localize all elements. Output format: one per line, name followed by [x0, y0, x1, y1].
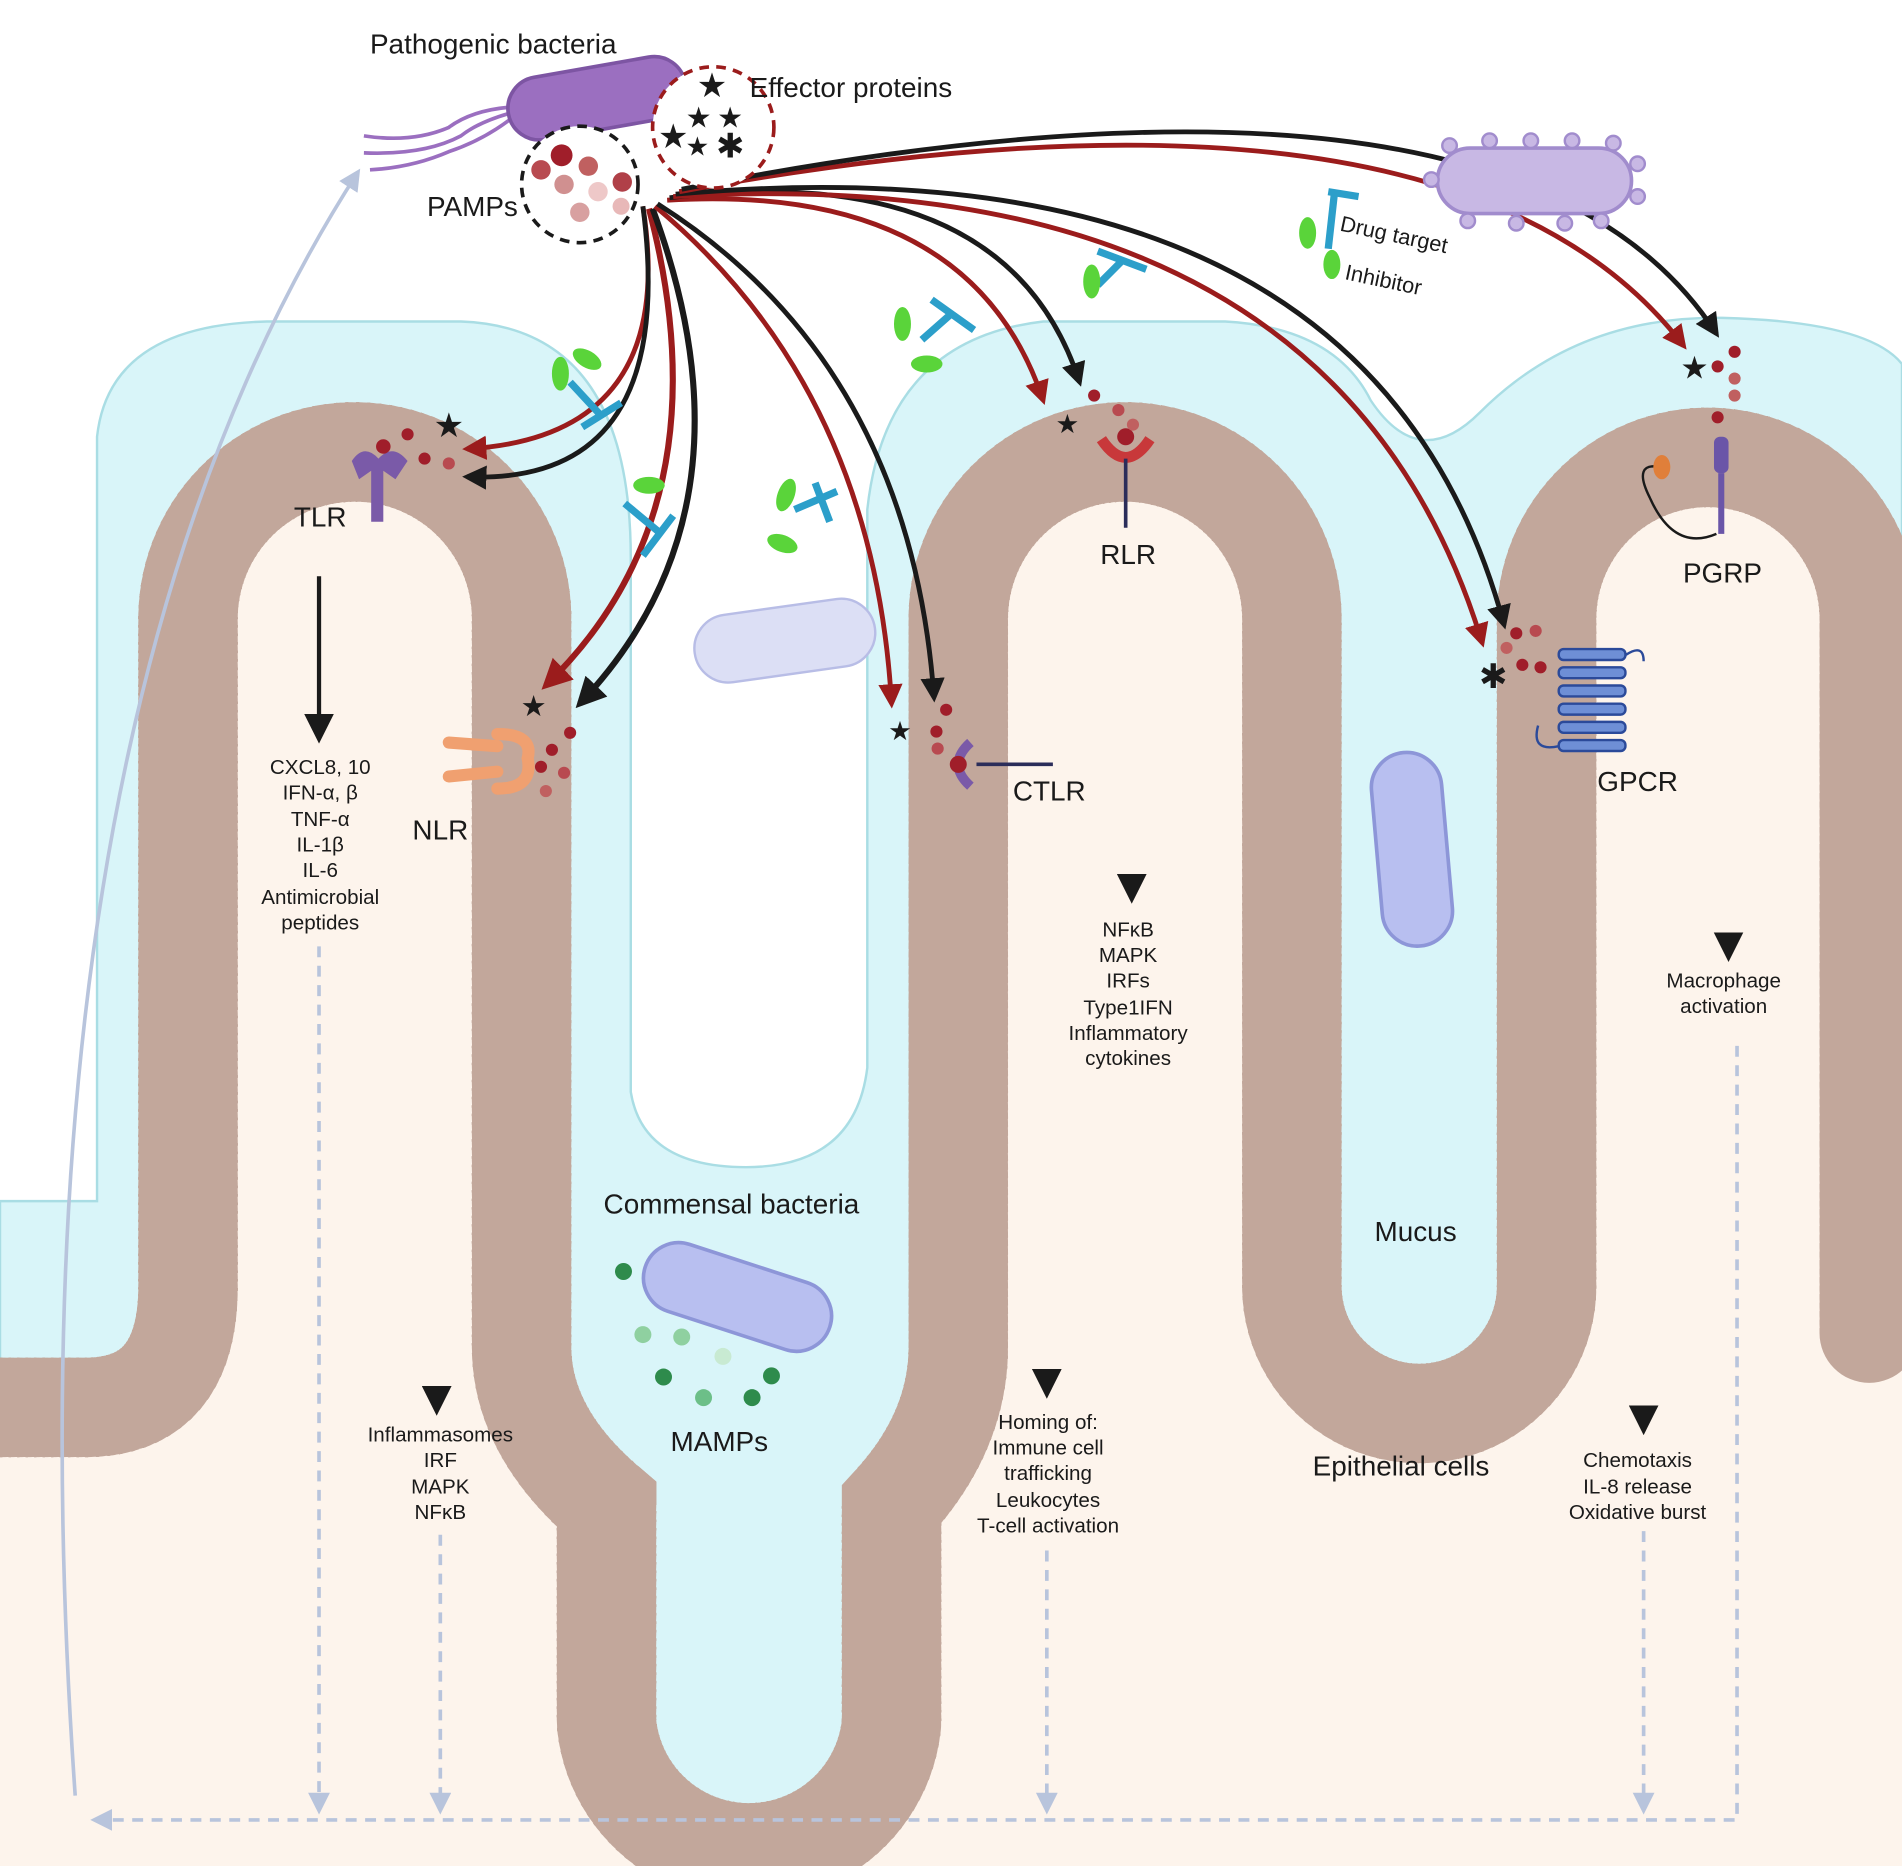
- nlr-receptor: ★: [442, 691, 577, 798]
- effector-proteins-group: ★ ★ ★ ★ ★ ✱: [650, 64, 776, 190]
- output-text: cytokines: [1085, 1047, 1171, 1070]
- pathogenic-bacterium: [363, 54, 688, 172]
- nlr-outputs: Inflammasomes IRF MAPK NFκB: [368, 1423, 513, 1524]
- drug-target-label: Drug target: [1338, 211, 1450, 258]
- pgrp-outputs: Macrophage activation: [1666, 970, 1781, 1018]
- gram-positive-bacterium: [1422, 132, 1647, 232]
- output-text: IL-8 release: [1583, 1476, 1692, 1499]
- mamps-label: MAMPs: [671, 1426, 769, 1457]
- output-text: CXCL8, 10: [270, 756, 371, 779]
- nlr-label: NLR: [412, 815, 468, 846]
- output-text: NFκB: [1102, 919, 1154, 942]
- commensal-bacterium: [614, 1240, 834, 1407]
- rlr-label: RLR: [1100, 539, 1156, 570]
- svg-text:★: ★: [434, 407, 464, 445]
- output-text: TNF-α: [291, 808, 350, 831]
- output-text: T-cell activation: [977, 1514, 1119, 1537]
- output-text: trafficking: [1004, 1462, 1092, 1485]
- pamps-label: PAMPs: [427, 191, 518, 222]
- ctlr-label: CTLR: [1013, 776, 1086, 807]
- pamps-group: [519, 124, 640, 245]
- feedback-return-arrow: [60, 168, 361, 1796]
- output-text: IRFs: [1106, 970, 1150, 993]
- output-text: IL-1β: [297, 834, 345, 857]
- output-text: MAPK: [411, 1476, 470, 1499]
- output-text: Antimicrobial: [261, 886, 379, 909]
- output-text: activation: [1680, 995, 1767, 1018]
- output-text: NFκB: [415, 1501, 467, 1524]
- svg-text:★: ★: [658, 118, 688, 156]
- mucus-bacterium: [1369, 750, 1455, 948]
- output-text: MAPK: [1099, 944, 1158, 967]
- svg-text:✱: ✱: [716, 128, 744, 166]
- svg-text:✱: ✱: [1479, 658, 1507, 696]
- output-text: Oxidative burst: [1569, 1501, 1707, 1524]
- pamp-signal-arrows: [462, 129, 1720, 709]
- output-text: Chemotaxis: [1583, 1449, 1692, 1472]
- drug-symbols: [551, 217, 1341, 554]
- svg-text:★: ★: [888, 716, 912, 746]
- svg-text:★: ★: [1055, 409, 1079, 439]
- epithelial-cells-label: Epithelial cells: [1313, 1450, 1490, 1481]
- tlr-label: TLR: [294, 502, 347, 533]
- tlr-receptor: ★: [351, 407, 464, 522]
- inhibitor-label: Inhibitor: [1343, 259, 1424, 300]
- svg-text:★: ★: [1680, 350, 1708, 386]
- feedback-dashed-arrows: [90, 946, 1739, 1831]
- gpcr-label: GPCR: [1597, 766, 1678, 797]
- output-text: IFN-α, β: [283, 782, 358, 805]
- rlr-outputs: NFκB MAPK IRFs Type1IFN Inflammatory cyt…: [1069, 919, 1189, 1071]
- gpcr-outputs: Chemotaxis IL-8 release Oxidative burst: [1569, 1449, 1707, 1524]
- pgrp-label: PGRP: [1683, 557, 1762, 588]
- svg-text:★: ★: [686, 131, 710, 161]
- svg-text:★: ★: [717, 102, 743, 134]
- gpcr-receptor: ✱: [1479, 624, 1645, 753]
- svg-text:★: ★: [521, 691, 547, 723]
- inhibitor-symbols: [567, 188, 1360, 558]
- output-text: Inflammatory: [1069, 1022, 1189, 1045]
- output-text: Macrophage: [1666, 970, 1781, 993]
- output-text: Immune cell: [992, 1437, 1103, 1460]
- effector-proteins-label: Effector proteins: [750, 72, 953, 103]
- lumen-bacterium: [693, 597, 877, 684]
- output-text: Type1IFN: [1083, 996, 1172, 1019]
- output-text: peptides: [281, 911, 359, 934]
- output-text: Inflammasomes: [368, 1423, 513, 1446]
- rlr-receptor: ★: [1055, 389, 1155, 528]
- output-text: Leukocytes: [996, 1489, 1100, 1512]
- ctlr-receptor: ★: [888, 703, 1053, 790]
- svg-text:★: ★: [697, 67, 727, 105]
- ctlr-outputs: Homing of: Immune cell trafficking Leuko…: [977, 1411, 1119, 1537]
- epithelial-layer: [0, 452, 1902, 1866]
- pgrp-receptor: ★: [1641, 345, 1741, 540]
- commensal-bacteria-label: Commensal bacteria: [604, 1188, 860, 1219]
- output-text: Homing of:: [998, 1411, 1098, 1434]
- output-text: IRF: [424, 1449, 457, 1472]
- downstream-arrows: [304, 576, 1744, 1436]
- tlr-outputs: CXCL8, 10 IFN-α, β TNF-α IL-1β IL-6 Anti…: [261, 756, 379, 934]
- output-text: IL-6: [302, 859, 338, 882]
- mucus-label: Mucus: [1375, 1216, 1457, 1247]
- pathogenic-bacteria-label: Pathogenic bacteria: [370, 28, 617, 59]
- svg-text:★: ★: [686, 102, 712, 134]
